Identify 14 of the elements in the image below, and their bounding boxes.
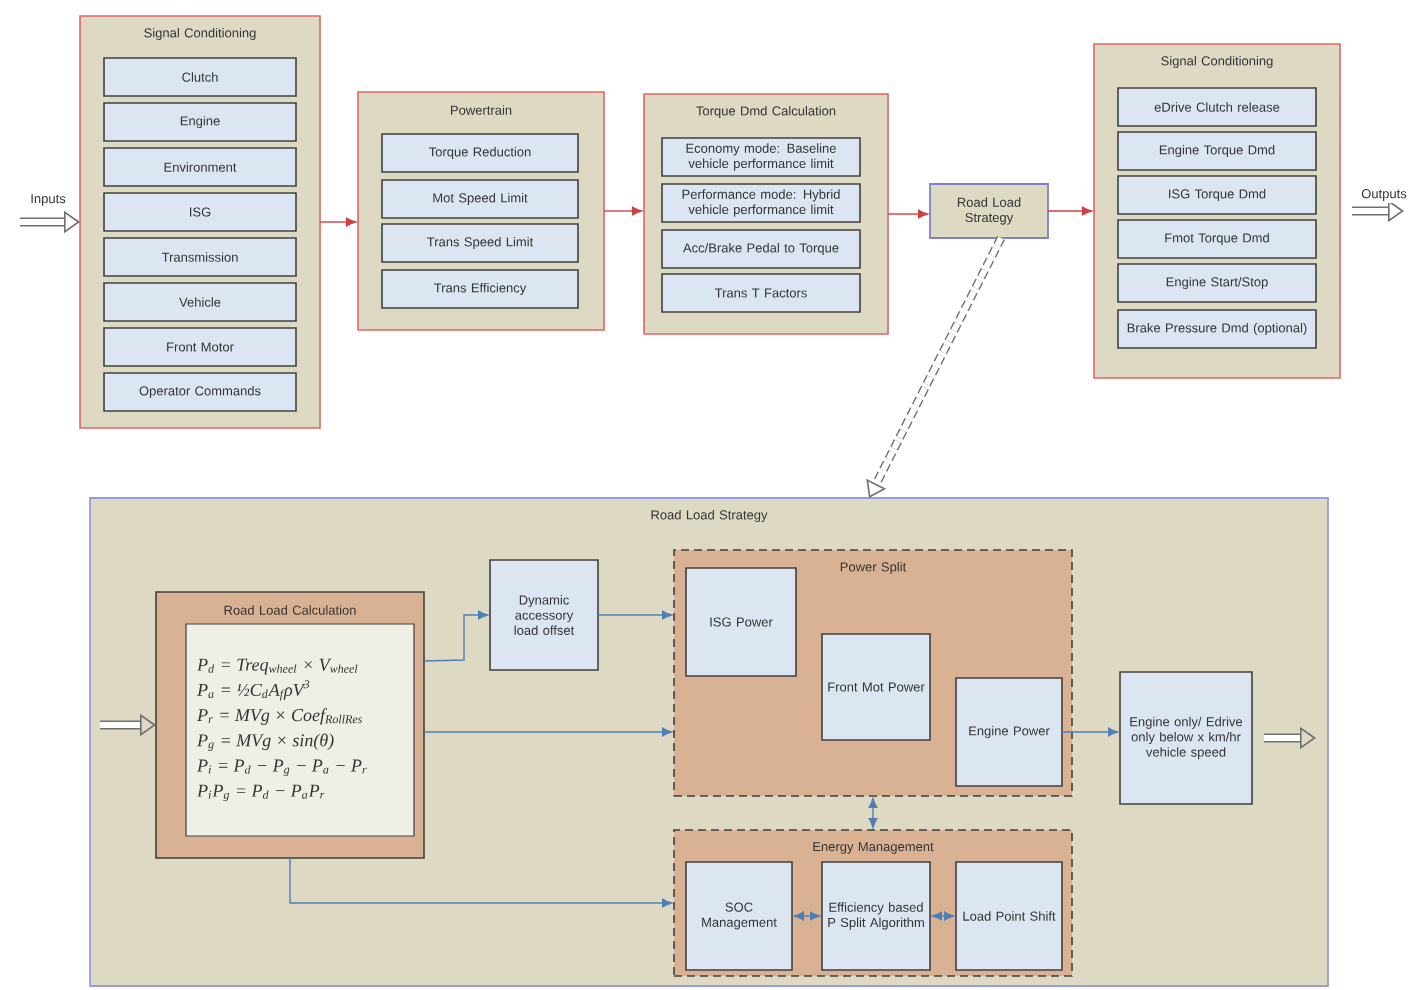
arrow (931, 911, 955, 921)
arrow (319, 217, 357, 227)
arrow (289, 857, 673, 908)
arrow (866, 236, 1005, 498)
arrow (1061, 727, 1119, 737)
arrow (868, 797, 878, 829)
arrow (597, 610, 673, 620)
arrow (1047, 206, 1093, 216)
formula-panel: P$_{d}$ = Treq$_{wheel}$ × V$_{wheel}$ P$_{a}$ = ½C$_{d}$A$_{f}$ρV$^{3}$ P$_{r}$ = MVg × Coef$_{RollRes}$ P$_{g}$ = MVg × sin(θ) P$_{i}$ = P$_{d}$ − P$_{g}$ − P$_{a}$ − P$_{r}$ P$_{i}$P$_{g}$ = P$_{d}$ − P$_{a}$P$_{r}$ (185, 623, 415, 837)
arrow (423, 727, 673, 737)
arrow (887, 209, 929, 219)
arrow (423, 610, 489, 662)
arrow (603, 206, 643, 216)
arrow (793, 911, 821, 921)
